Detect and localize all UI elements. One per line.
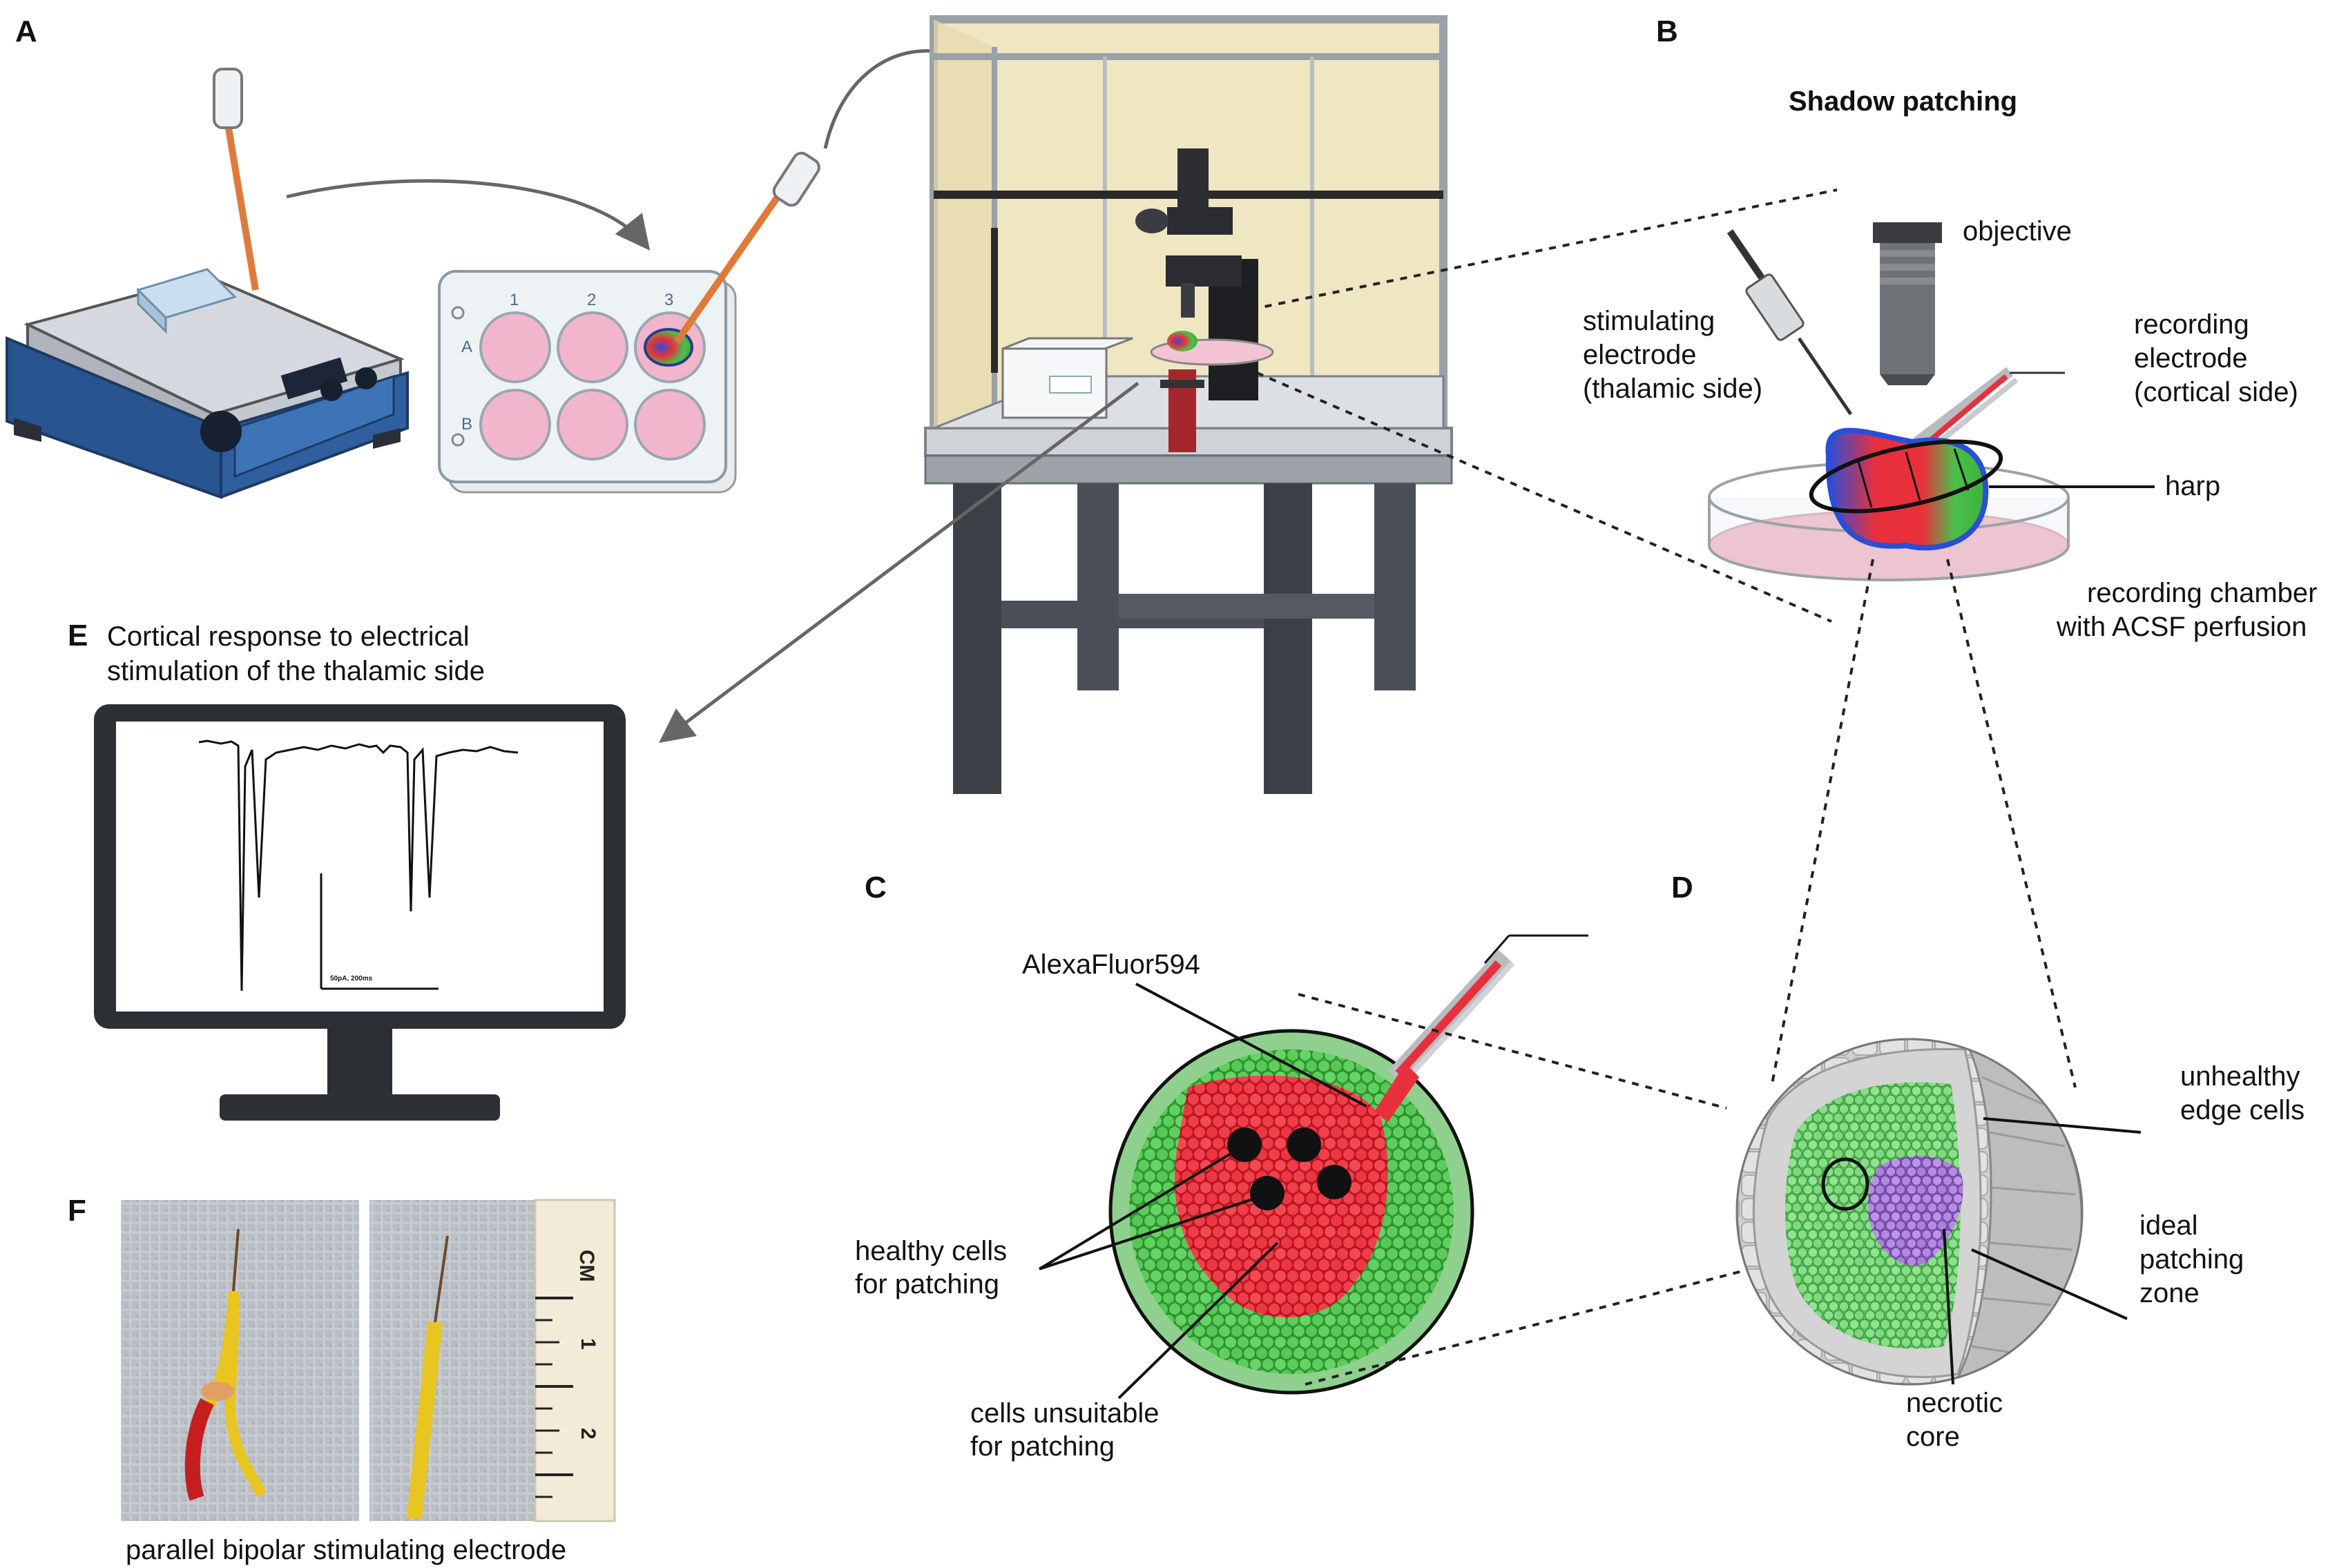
ruler-mark-2: 2 — [577, 1428, 599, 1440]
stim-electrode-line1: stimulating — [1583, 306, 1715, 336]
healthy-leader-1 — [1038, 1145, 1244, 1270]
unsuitable-leader — [1117, 1241, 1279, 1400]
organoid-slice-cross-section — [1108, 1029, 1474, 1395]
chamber-label-line2: with ACSF perfusion — [2056, 612, 2307, 642]
row-label-a: A — [461, 338, 472, 356]
ephys-trace — [198, 739, 519, 991]
stim-electrode-line3: (thalamic side) — [1583, 374, 1762, 404]
necrotic-core-line1: necrotic — [1906, 1388, 2003, 1418]
zoom-line-top — [1251, 188, 1838, 311]
panel-label-a: A — [15, 14, 37, 48]
alexafluor-leader — [1135, 983, 1367, 1107]
healthy-leader-2 — [1039, 1193, 1268, 1270]
panel-label-d: D — [1671, 871, 1693, 904]
panel-label-e: E — [68, 619, 88, 652]
objective-label: objective — [1963, 216, 2072, 246]
shadow-patching-title: Shadow patching — [1789, 86, 2017, 117]
ideal-zone-line1: ideal — [2139, 1210, 2198, 1241]
patch-pipette — [1374, 934, 1588, 1122]
panel-label-c: C — [865, 871, 887, 904]
monitor — [94, 704, 626, 1121]
organoid-3d-cutaway — [1735, 1038, 2084, 1386]
ruler-unit-label: CM — [575, 1250, 598, 1282]
alexafluor-label: AlexaFluor594 — [1022, 949, 1200, 980]
zoom-line-b-d-left — [1770, 559, 1874, 1088]
chamber-label-line1: recording chamber — [2087, 578, 2318, 608]
column-label-3: 3 — [664, 291, 673, 309]
rec-electrode-line3: (cortical side) — [2134, 377, 2298, 407]
arrow-rig-to-monitor — [659, 382, 1139, 744]
ideal-zone-line3: zone — [2139, 1278, 2200, 1308]
ruler-mark-1: 1 — [577, 1338, 599, 1350]
patched-cell-3 — [1250, 1176, 1285, 1210]
edge-cells-leader — [1983, 1117, 2142, 1134]
row-label-b: B — [461, 415, 472, 434]
stimulating-electrode — [1726, 229, 1853, 416]
edge-cells-line1: unhealthy — [2180, 1061, 2300, 1092]
zoom-line-c-d-top — [1298, 993, 1727, 1110]
arrow-shaker-to-plate — [286, 179, 651, 251]
electrode-photo-left — [121, 1200, 359, 1521]
harp — [1809, 439, 2155, 514]
panel-label-b: B — [1656, 14, 1678, 48]
panel-f-caption: parallel bipolar stimulating electrode — [126, 1535, 566, 1565]
column-label-2: 2 — [587, 291, 596, 309]
patched-cell-2 — [1287, 1127, 1321, 1162]
edge-cells-line2: edge cells — [2180, 1095, 2305, 1125]
necrotic-core-line2: core — [1906, 1422, 1960, 1452]
objective-lens — [1873, 222, 1942, 385]
healthy-cells-line2: for patching — [855, 1269, 999, 1299]
panel-label-f: F — [68, 1194, 86, 1228]
patch-target-circle — [1821, 1157, 1869, 1211]
patched-cell-1 — [1227, 1127, 1262, 1162]
panel-e-title-line1: Cortical response to electrical — [107, 621, 470, 652]
electrode-photo-right — [369, 1199, 616, 1522]
harp-label: harp — [2165, 471, 2220, 501]
necrotic-core-leader — [1943, 1228, 1954, 1385]
unsuitable-line2: for patching — [970, 1431, 1115, 1462]
healthy-cells-line1: healthy cells — [855, 1236, 1007, 1266]
stim-electrode-line2: electrode — [1583, 340, 1697, 370]
unsuitable-line1: cells unsuitable — [970, 1398, 1160, 1429]
organoid-3d — [1825, 427, 1989, 551]
patch-clamp-rig — [924, 15, 1453, 794]
orbital-shaker — [6, 68, 409, 499]
column-label-1: 1 — [510, 291, 519, 309]
six-well-plate: 1 2 3 A B — [438, 151, 820, 494]
rec-electrode-line1: recording — [2134, 309, 2249, 340]
panel-e-title-line2: stimulation of the thalamic side — [107, 656, 485, 686]
patched-cell-4 — [1317, 1165, 1351, 1199]
rec-electrode-line2: electrode — [2134, 343, 2248, 374]
ideal-zone-leader — [1971, 1248, 2128, 1320]
scale-bar-label: 50pA, 200ms — [330, 975, 373, 983]
ideal-zone-line2: patching — [2139, 1244, 2244, 1275]
